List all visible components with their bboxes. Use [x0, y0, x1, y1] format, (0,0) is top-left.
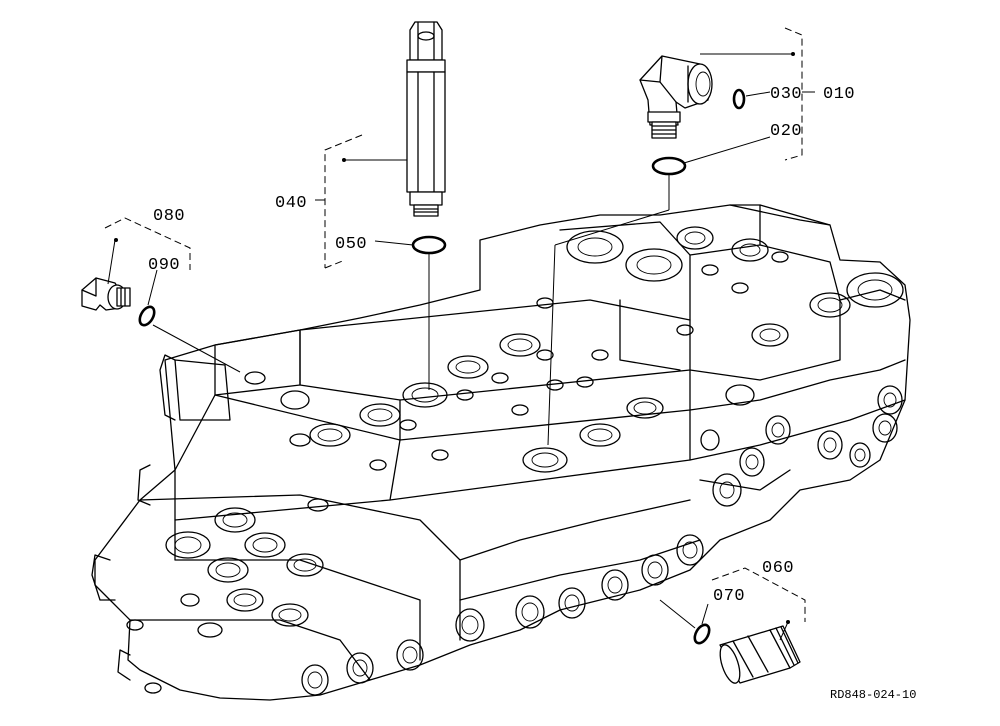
elbow-fitting-icon [639, 55, 713, 139]
spool-caps-front [126, 507, 324, 694]
callout-060: 060 [762, 559, 794, 578]
group-bracket-060 [711, 567, 806, 622]
control-valve-assembly-icon [91, 204, 911, 701]
o-ring-icon [138, 305, 156, 327]
port-cluster-upper-right [566, 226, 904, 347]
bolt-heads [369, 251, 789, 471]
o-ring-icon [693, 623, 711, 645]
callout-020: 020 [770, 122, 802, 141]
leader-lines [147, 91, 815, 625]
o-ring-icon [411, 235, 447, 255]
elbow-fitting-small-icon [81, 277, 131, 311]
group-bracket-010 [784, 27, 803, 161]
o-ring-icon [651, 156, 687, 176]
valve-body-outline [94, 204, 911, 701]
callout-070: 070 [713, 587, 745, 606]
drawing-reference-id: RD848-024-10 [830, 688, 916, 702]
plug-icon [719, 625, 801, 684]
group-bracket-040 [324, 134, 363, 269]
callout-080: 080 [153, 207, 185, 226]
spool-ends-right [700, 384, 903, 507]
callout-030: 030 [770, 85, 802, 104]
relief-valve-icon [406, 21, 446, 217]
callout-090: 090 [148, 256, 180, 275]
assembly-centerlines [152, 174, 696, 629]
callout-010: 010 [823, 85, 855, 104]
port-cluster-top [309, 333, 664, 473]
group-bracket-080 [104, 217, 191, 270]
callout-040: 040 [275, 194, 307, 213]
o-ring-icon [732, 88, 746, 110]
callout-050: 050 [335, 235, 367, 254]
spool-ends-diagonal [301, 534, 704, 696]
